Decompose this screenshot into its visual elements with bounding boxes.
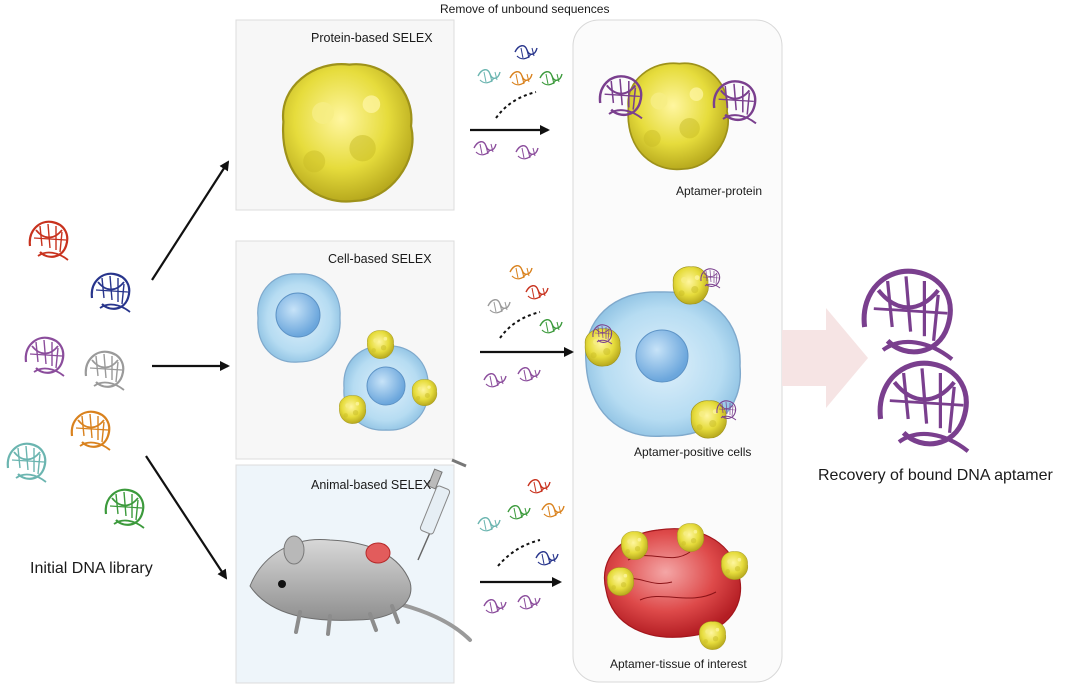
wash-step-animal: [477, 479, 565, 614]
recovered-aptamers: [864, 271, 968, 451]
panel-cell: [235, 240, 455, 460]
aptamer-cell-complex: [584, 266, 741, 439]
panel-title-protein: Protein-based SELEX: [311, 31, 433, 45]
top-label: Remove of unbound sequences: [440, 2, 610, 16]
cell-2: [339, 330, 438, 431]
panel-title-cell: Cell-based SELEX: [328, 252, 432, 266]
result-column: [572, 19, 783, 683]
aptamer-tissue-complex: [603, 523, 749, 650]
result-label-protein: Aptamer-protein: [676, 184, 763, 198]
library-arrows: [145, 160, 230, 580]
recovery-label: Recovery of bound DNA aptamer: [818, 467, 1053, 484]
wash-step-cell: [480, 265, 574, 388]
syringe-icon: [417, 458, 467, 561]
library-label: Initial DNA library: [30, 560, 153, 577]
cell-1: [257, 273, 341, 363]
protein-target: [281, 63, 414, 203]
result-label-tissue: Aptamer-tissue of interest: [610, 657, 747, 671]
result-label-cell: Aptamer-positive cells: [634, 445, 752, 459]
panel-animal: [235, 458, 472, 684]
mouse-illustration: [249, 535, 472, 642]
recovery-arrow: [782, 308, 868, 408]
dna-library: [6, 220, 146, 530]
panel-title-animal: Animal-based SELEX: [311, 478, 432, 492]
panel-protein: [235, 19, 455, 211]
wash-step-protein: [470, 45, 563, 160]
